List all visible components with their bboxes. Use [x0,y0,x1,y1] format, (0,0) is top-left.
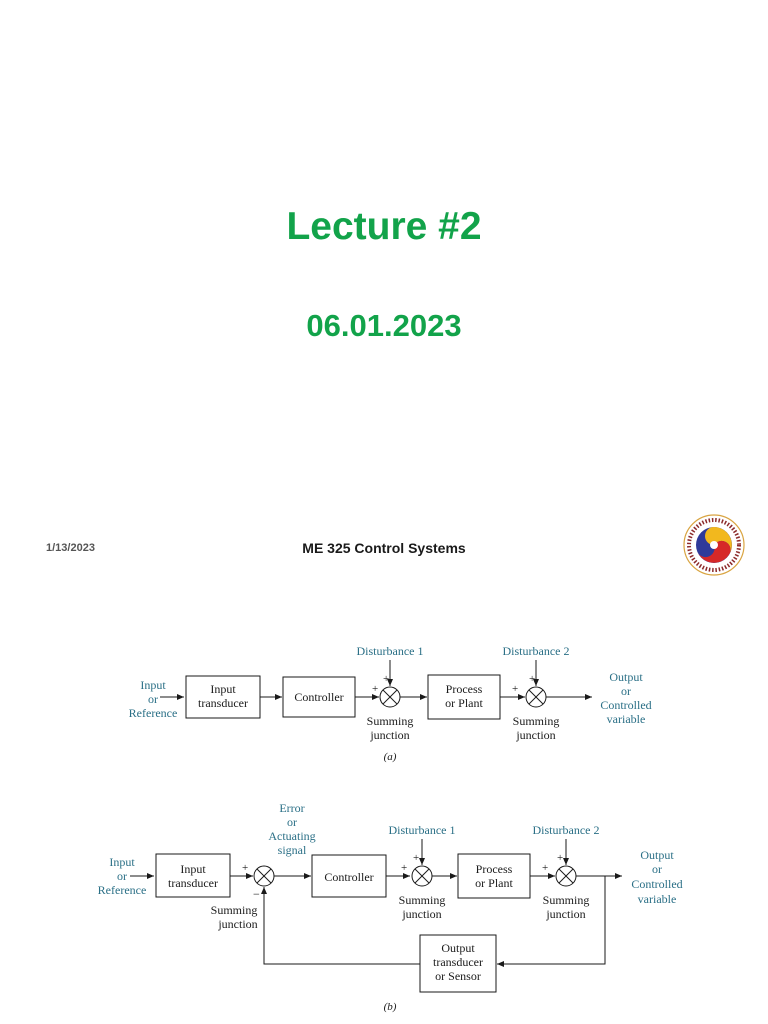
svg-text:or: or [117,869,127,883]
svg-text:Reference: Reference [129,706,178,720]
svg-text:Controlled: Controlled [631,877,682,891]
svg-text:Actuating: Actuating [268,829,315,843]
input-label: Input or Reference [98,855,147,897]
svg-text:Input: Input [109,855,135,869]
lecture-title: Lecture #2 [286,205,482,248]
svg-text:Output: Output [640,848,674,862]
svg-text:or: or [621,684,631,698]
svg-text:transducer: transducer [198,696,248,710]
svg-text:Output: Output [609,670,643,684]
output-sensor-block [419,934,497,993]
summing-junction-error [253,865,275,887]
svg-text:Input: Input [180,862,206,876]
block-diagram-open-loop: Input or Reference Input transducer Cont… [129,644,652,763]
svg-text:Summing: Summing [543,893,590,907]
svg-text:+: + [529,673,535,685]
summing-junction-1 [379,686,401,708]
svg-text:variable: variable [638,892,677,906]
svg-text:+: + [383,673,389,685]
svg-text:Controlled: Controlled [600,698,651,712]
svg-text:Input: Input [140,678,166,692]
disturbance-2-label: Disturbance 2 [503,644,570,658]
svg-text:+: + [372,683,378,695]
svg-text:+: + [512,683,518,695]
svg-text:or Plant: or Plant [445,696,483,710]
svg-text:Controller: Controller [294,690,343,704]
svg-text:+: + [242,862,248,874]
svg-text:Summing: Summing [399,893,446,907]
caption-b: (b) [384,1001,397,1013]
svg-text:Reference: Reference [98,883,147,897]
svg-text:+: + [557,852,563,864]
svg-text:Summing: Summing [513,714,560,728]
svg-text:or Sensor: or Sensor [435,969,481,983]
svg-text:or Plant: or Plant [475,876,513,890]
process-plant-block [457,853,531,899]
output-label: Output or Controlled variable [600,670,651,726]
svg-text:transducer: transducer [433,955,483,969]
svg-text:or: or [652,862,662,876]
svg-text:Output: Output [441,941,475,955]
svg-text:junction: junction [401,907,441,921]
controller-block [311,854,387,898]
svg-text:+: + [401,862,407,874]
input-label: Input or Reference [129,678,178,720]
svg-text:+: + [413,852,419,864]
disturbance-2-label: Disturbance 2 [533,823,600,837]
svg-text:junction: junction [515,728,555,742]
error-label: Error or Actuating signal [268,801,315,857]
summing-junction-1 [411,865,433,887]
svg-text:junction: junction [369,728,409,742]
svg-text:or: or [287,815,297,829]
svg-text:Controller: Controller [324,870,373,884]
caption-a: (a) [384,751,397,763]
svg-text:Summing: Summing [367,714,414,728]
output-label: Output or Controlled variable [631,848,682,906]
svg-text:Process: Process [476,862,513,876]
svg-text:or: or [148,692,158,706]
lecture-date: 06.01.2023 [306,308,462,343]
svg-text:variable: variable [607,712,646,726]
summing-junction-2 [525,686,547,708]
svg-text:transducer: transducer [168,876,218,890]
disturbance-1-label: Disturbance 1 [389,823,456,837]
institute-logo [683,514,745,576]
svg-text:+: + [542,862,548,874]
summing-junction-2 [555,865,577,887]
disturbance-1-label: Disturbance 1 [357,644,424,658]
svg-text:Input: Input [210,682,236,696]
svg-text:Process: Process [446,682,483,696]
svg-text:junction: junction [217,917,257,931]
svg-text:junction: junction [545,907,585,921]
svg-text:Error: Error [279,801,304,815]
footer-course-title: ME 325 Control Systems [302,540,466,556]
svg-text:signal: signal [278,843,307,857]
footer-date: 1/13/2023 [46,542,95,554]
block-diagram-closed-loop: Input or Reference Input transducer + − … [98,801,683,1013]
svg-text:Summing: Summing [211,903,258,917]
svg-text:−: − [253,887,260,901]
